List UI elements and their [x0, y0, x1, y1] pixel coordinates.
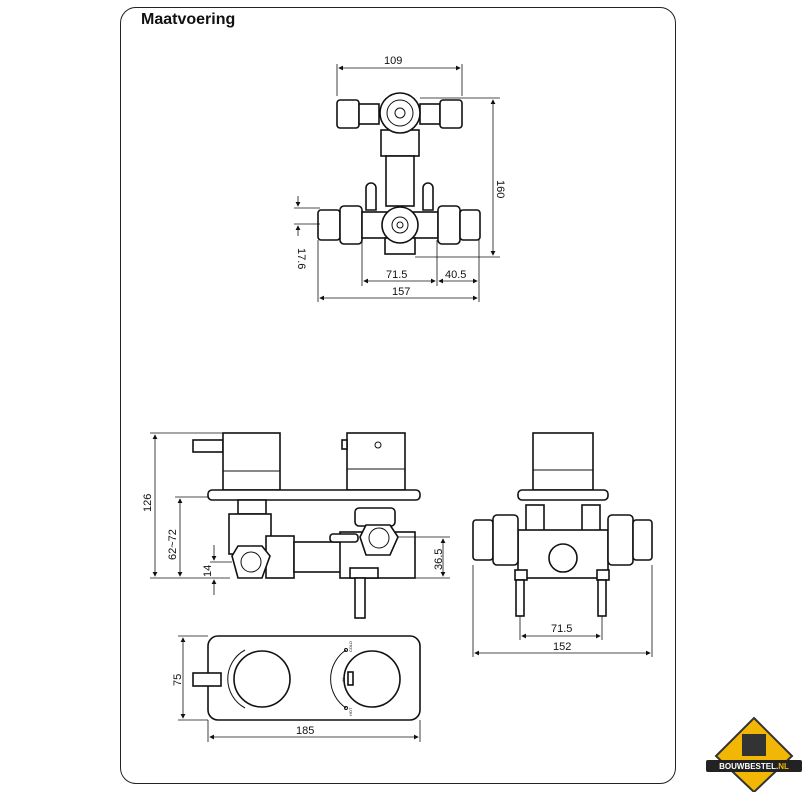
svg-text:BOUWBESTEL.NL: BOUWBESTEL.NL [719, 762, 789, 771]
dim-62-72: 62~72 [167, 529, 179, 560]
dim-71-5-front: 71.5 [551, 623, 572, 635]
dim-157: 157 [392, 286, 410, 298]
plate-view: COLD 38 HOT 75 185 [172, 635, 421, 742]
page-title: Maatvoering [141, 11, 236, 28]
dial-label-38: 38 [341, 677, 346, 682]
bouwbestel-logo: BOUWBESTEL.NL [706, 716, 802, 792]
dial-label-cold: COLD [348, 641, 353, 652]
dim-36-5: 36.5 [433, 549, 445, 570]
dim-75: 75 [172, 674, 184, 686]
dial-label-hot: HOT [348, 707, 353, 716]
top-view: 109 160 17.6 71.5 40.5 157 [294, 55, 506, 302]
dim-185: 185 [296, 725, 314, 737]
side-view: 126 62~72 14 36.5 [142, 432, 450, 619]
drawing-frame [120, 7, 676, 784]
dim-71-5-top: 71.5 [386, 269, 407, 281]
dim-152: 152 [553, 641, 571, 653]
front-view: 71.5 152 [472, 432, 653, 657]
dim-126: 126 [142, 494, 154, 512]
dim-109: 109 [384, 55, 402, 67]
dim-17-6: 17.6 [295, 248, 307, 269]
dim-14: 14 [202, 565, 214, 577]
dim-160: 160 [494, 180, 506, 198]
dim-40-5: 40.5 [445, 269, 466, 281]
